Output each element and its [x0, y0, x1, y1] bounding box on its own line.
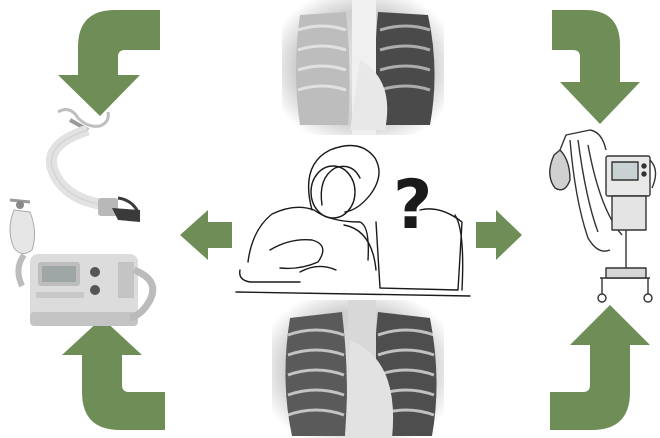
arrow-top-right: [552, 10, 640, 124]
chest-xray-top: [282, 0, 444, 135]
arrow-right: [476, 210, 522, 260]
ventilator-icon: [550, 130, 656, 302]
arrow-left: [180, 210, 232, 260]
arrow-bottom-left: [62, 318, 165, 430]
chest-xray-bottom: [272, 300, 444, 438]
cpap-device-icon: [10, 110, 153, 326]
question-mark: ?: [393, 166, 432, 245]
arrow-bottom-right: [550, 305, 650, 430]
patient-caregiver-icon: [236, 146, 470, 297]
arrow-top-left: [58, 10, 160, 116]
